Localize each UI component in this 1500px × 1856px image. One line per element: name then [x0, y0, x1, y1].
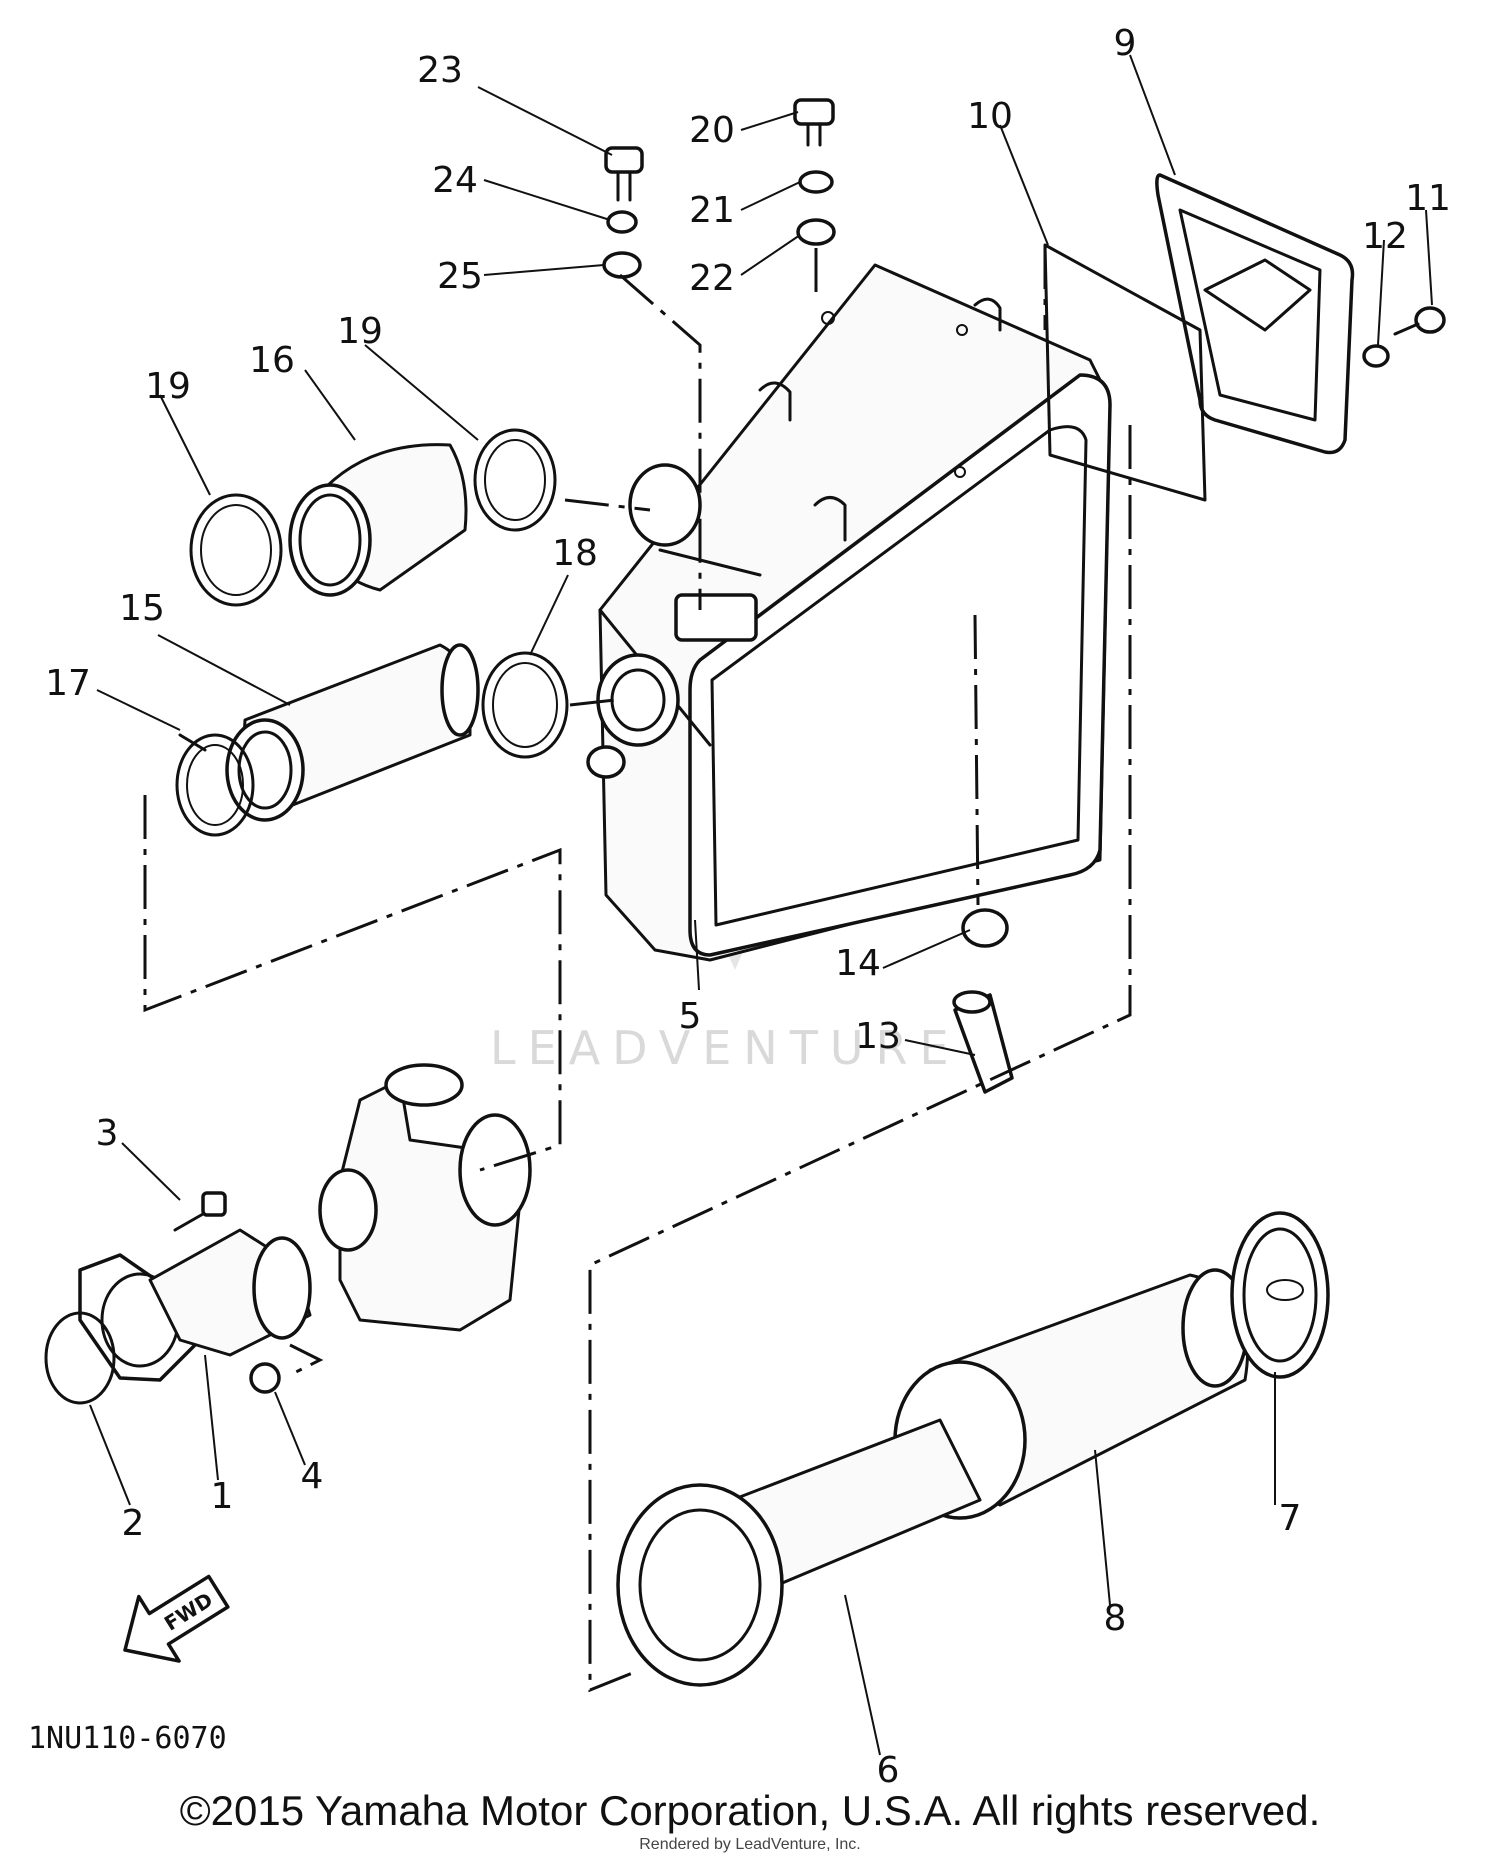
callout-18: 18	[552, 533, 598, 574]
callout-4: 4	[301, 1456, 324, 1497]
bolt-23	[604, 146, 644, 202]
watermark-text: LEADVENTURE	[490, 1021, 961, 1075]
callout-8: 8	[1104, 1598, 1127, 1639]
bolt-20	[793, 98, 835, 147]
callout-6: 6	[877, 1750, 900, 1791]
carburetor	[318, 1063, 532, 1332]
copyright-notice: ©2015 Yamaha Motor Corporation, U.S.A. A…	[179, 1787, 1321, 1834]
callout-15: 15	[119, 588, 165, 629]
fwd-arrow: FWD	[123, 1574, 230, 1663]
callout-19-left: 19	[145, 366, 191, 407]
washer-21	[798, 170, 834, 194]
diagram-code: 1NU110-6070	[28, 1721, 227, 1756]
rendered-by-notice: Rendered by LeadVenture, Inc.	[639, 1836, 861, 1853]
callout-25: 25	[437, 256, 483, 297]
callout-3: 3	[96, 1113, 119, 1154]
clip-14	[961, 908, 1009, 948]
callout-labels: 23 24 25 20 21 22 10 9 12 11 19 16 19 15…	[45, 23, 1451, 1791]
callout-2: 2	[122, 1503, 145, 1544]
callout-17: 17	[45, 663, 91, 704]
callout-12: 12	[1362, 216, 1408, 257]
bolt-3	[173, 1191, 227, 1232]
drain-hose-13	[952, 990, 1014, 1094]
callout-16: 16	[249, 340, 295, 381]
callout-7: 7	[1279, 1498, 1302, 1539]
air-box-cover	[1155, 173, 1355, 455]
washer-24	[606, 210, 638, 234]
manifold	[78, 1228, 312, 1382]
washer-22	[796, 218, 836, 246]
joint-16	[288, 443, 468, 597]
washer-25	[602, 251, 642, 279]
callout-5: 5	[679, 996, 702, 1037]
callout-9: 9	[1114, 23, 1137, 64]
callout-23: 23	[417, 50, 463, 91]
leader-lines	[89, 54, 1433, 1756]
callout-1: 1	[211, 1476, 234, 1517]
screw-11	[1393, 306, 1446, 336]
assembly-lines	[143, 245, 1132, 1693]
callout-10: 10	[967, 96, 1013, 137]
band-19-right	[473, 428, 557, 532]
callout-11: 11	[1405, 178, 1451, 219]
filter-cap	[1230, 1211, 1330, 1379]
air-box	[586, 263, 1112, 962]
nut-4	[249, 1362, 281, 1394]
band-18	[481, 651, 569, 759]
callout-20: 20	[689, 110, 735, 151]
callout-14: 14	[835, 943, 881, 984]
callout-13: 13	[855, 1016, 901, 1057]
callout-19-right: 19	[337, 311, 383, 352]
o-ring	[44, 1311, 116, 1405]
washer-12	[1362, 344, 1390, 368]
filter-guide	[616, 1418, 982, 1687]
joint-15	[225, 643, 480, 822]
callout-22: 22	[689, 258, 735, 299]
band-19-left	[189, 493, 283, 607]
band-17	[175, 733, 255, 837]
callout-21: 21	[689, 190, 735, 231]
callout-24: 24	[432, 160, 478, 201]
cover-gasket	[1043, 243, 1207, 502]
